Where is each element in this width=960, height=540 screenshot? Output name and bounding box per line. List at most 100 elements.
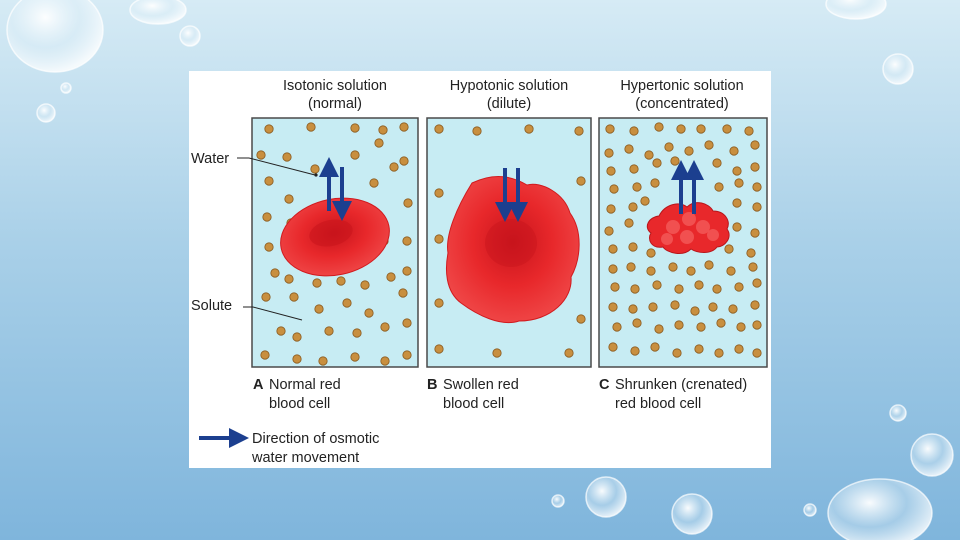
solute-particle [276,326,286,336]
solute-particle [670,300,680,310]
solute-particle [626,262,636,272]
solute-particle [342,298,352,308]
solute-particle [630,346,640,356]
solute-particle [750,228,760,238]
solute-particle [360,280,370,290]
solute-particle [292,332,302,342]
solute-particle [734,344,744,354]
solute-particle [726,266,736,276]
solute-particle [389,162,399,172]
solute-particle [608,342,618,352]
solute-particle [716,318,726,328]
solute-particle [606,166,616,176]
solute-particle [628,304,638,314]
solute-particle [674,320,684,330]
solute-particle [350,352,360,362]
solute-label: Solute [191,298,232,314]
solute-particle [668,262,678,272]
solute-particle [312,278,322,288]
solute-particle [640,196,650,206]
solute-particle [434,234,444,244]
water-pointer-line-2 [248,157,316,176]
solute-particle [694,280,704,290]
solute-particle [752,202,762,212]
solute-particle [612,322,622,332]
solute-particle [696,124,706,134]
solute-particle [524,124,534,134]
solute-particle [752,278,762,288]
solute-particle [608,302,618,312]
solute-particle [628,202,638,212]
solute-particle [576,314,586,324]
caption-a-line2: blood cell [269,396,330,412]
solute-particle [350,150,360,160]
solute-particle [604,148,614,158]
panel-b-osmosis-arrows [495,168,528,222]
solute-particle [650,342,660,352]
solute-particle [652,280,662,290]
solute-particle [724,244,734,254]
solute-particle [380,322,390,332]
solute-particle [750,162,760,172]
solute-particle [264,176,274,186]
solute-particle [310,164,320,174]
solute-particle [261,292,271,302]
solute-particle [574,126,584,136]
solute-particle [402,266,412,276]
solute-particle [350,123,360,133]
solute-particle [684,146,694,156]
solute-particle [399,122,409,132]
solute-particle [746,248,756,258]
solute-particle [752,348,762,358]
solute-particle [374,138,384,148]
solute-particle [624,218,634,228]
solute-particle [398,288,408,298]
swollen-red-blood-cell [446,176,580,324]
panel-c-osmosis-arrows [671,160,704,214]
solute-particle [732,222,742,232]
solute-particle [434,298,444,308]
solute-particle [752,182,762,192]
caption-b-line1: Swollen red [443,377,519,393]
solute-particle [380,356,390,366]
panel-c-solutes [604,122,762,358]
solute-particle [434,188,444,198]
solute-particle [386,272,396,282]
solute-particle [694,344,704,354]
solute-particle [324,326,334,336]
solute-particle [402,318,412,328]
panel-b-title-line2: (dilute) [487,96,531,112]
solute-particle [402,350,412,360]
solute-particle [744,126,754,136]
caption-b-letter: B [427,377,437,393]
panel-a-solutes [256,122,413,366]
solute-particle [686,266,696,276]
solute-particle [728,304,738,314]
solute-particle [664,142,674,152]
solute-particle [318,356,328,366]
solute-particle [609,184,619,194]
solute-particle [369,178,379,188]
solute-particle [604,226,614,236]
solute-particle [654,324,664,334]
solute-particle [714,182,724,192]
solute-particle [264,124,274,134]
solute-particle [306,122,316,132]
panel-c-title-line2: (concentrated) [635,96,729,112]
solute-particle [434,344,444,354]
solute-particle [606,204,616,214]
solute-particle [629,126,639,136]
osmosis-diagram: Isotonic solution (normal) Hypotonic sol… [191,78,768,466]
solute-particle [292,354,302,364]
solute-particle [752,320,762,330]
shrunken-red-blood-cell [646,202,730,254]
caption-a-line1: Normal red [269,377,341,393]
water-label: Water [191,151,229,167]
solute-particle [378,125,388,135]
solute-particle [712,158,722,168]
solute-particle [284,194,294,204]
panel-a-title-line2: (normal) [308,96,362,112]
solute-particle [704,260,714,270]
solute-particle [644,150,654,160]
